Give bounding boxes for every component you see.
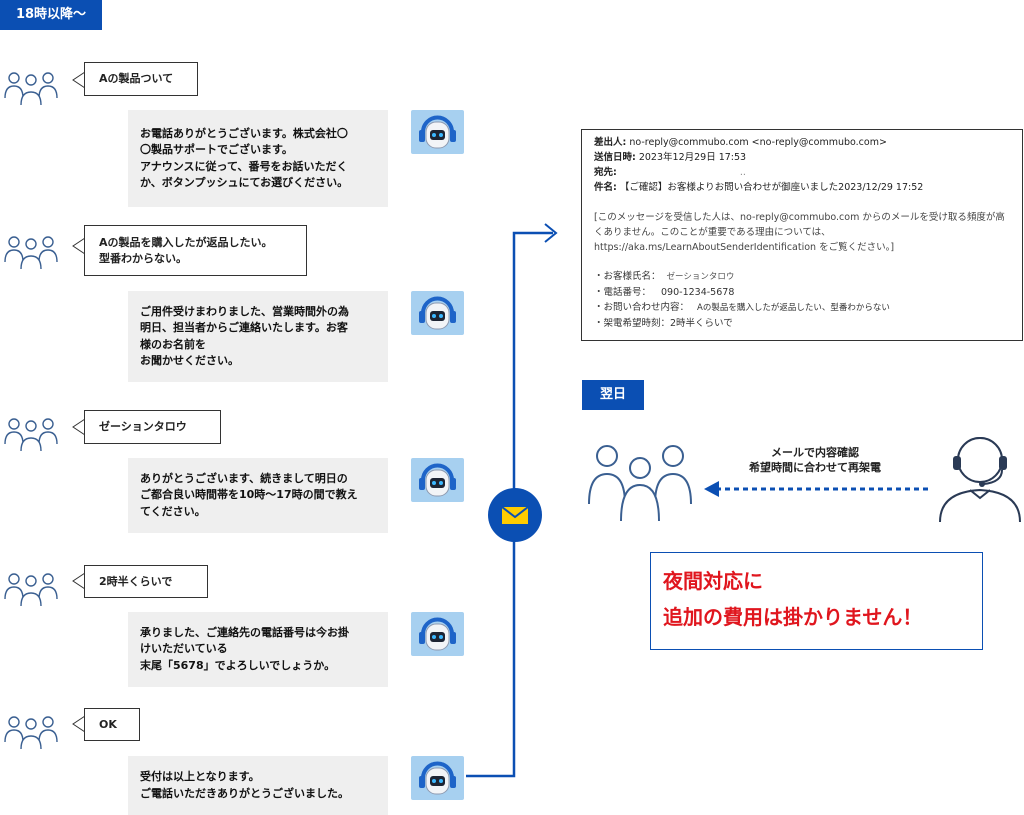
caller-icon — [4, 571, 58, 607]
caller-bubble: Aの製品ついて — [84, 62, 198, 96]
robot-icon — [411, 110, 464, 154]
email-subject-row: 件名: 【ご確認】お客様よりお問い合わせが御座いました2023/12/29 17… — [594, 180, 1010, 195]
bot-response: ご用件受けまわりました、営業時間外の為 明日、担当者からご連絡いたします。お客 … — [128, 291, 388, 382]
email-from-label: 差出人: — [594, 137, 627, 148]
field-value: ゼーションタロウ — [666, 272, 735, 282]
email-sender-notice: [このメッセージを受信した人は、no-reply@commubo.com からの… — [594, 212, 1005, 253]
email-from-row: 差出人: no-reply@commubo.com <no-reply@comm… — [594, 135, 1010, 150]
email-subject-value: 【ご確認】お客様よりお問い合わせが御座いました2023/12/29 17:52 — [619, 182, 924, 193]
email-subject-label: 件名: — [594, 182, 617, 193]
mail-icon — [487, 487, 543, 547]
bot-response: ありがとうございます、続きまして明日の ご都合良い時間帯を10時〜17時の間で教… — [128, 458, 388, 533]
caller-bubble: Aの製品を購入したが返品したい。 型番わからない。 — [84, 225, 307, 276]
caller-bubble: OK — [84, 708, 140, 741]
email-to-row: 宛先: .. — [594, 165, 1010, 180]
email-field-inquiry: ・お問い合わせ内容： Aの製品を購入したが返品したい、型番わからない — [594, 300, 1010, 316]
email-field-phone: ・電話番号： 090-1234-5678 — [594, 285, 1010, 300]
bubble-tail — [72, 71, 86, 89]
robot-icon — [411, 291, 464, 335]
field-value: 090-1234-5678 — [661, 287, 735, 298]
email-form-fields: ・お客様氏名： ゼーションタロウ ・電話番号： 090-1234-5678 ・お問い… — [594, 269, 1010, 331]
field-label: ・架電希望時刻： — [594, 318, 671, 329]
after-hours-tag: 18時以降〜 — [0, 0, 102, 30]
caller-bubble: ゼーションタロウ — [84, 410, 221, 444]
field-label: ・電話番号： — [594, 287, 652, 298]
email-sent-value: 2023年12月29日 17:53 — [638, 152, 747, 163]
email-to-label: 宛先: — [594, 167, 617, 178]
email-sent-row: 送信日時: 2023年12月29日 17:53 — [594, 150, 1010, 165]
field-label: ・お客様氏名： — [594, 271, 661, 282]
robot-icon — [411, 458, 464, 502]
email-sent-label: 送信日時: — [594, 152, 636, 163]
operator-headset-icon — [936, 428, 1024, 528]
caller-icon — [4, 416, 58, 452]
bubble-tail — [72, 237, 86, 255]
robot-icon — [411, 612, 464, 656]
bubble-tail — [72, 572, 86, 590]
caller-icon — [4, 234, 58, 270]
field-value: Aの製品を購入したが返品したい、型番わからない — [697, 303, 890, 313]
caller-bubble: 2時半くらいで — [84, 565, 208, 598]
customers-icon — [587, 442, 693, 526]
robot-icon — [411, 756, 464, 800]
email-field-name: ・お客様氏名： ゼーションタロウ — [594, 269, 1010, 285]
email-to-value: .. — [739, 167, 746, 178]
bubble-tail — [72, 418, 86, 436]
email-from-value: no-reply@commubo.com <no-reply@commubo.c… — [629, 137, 887, 148]
bubble-tail — [72, 715, 86, 733]
field-value: 2時半くらいで — [670, 318, 733, 329]
caller-icon — [4, 714, 58, 750]
callback-text: メールで内容確認 希望時間に合わせて再架電 — [749, 446, 881, 474]
bot-response: お電話ありがとうございます。株式会社〇 〇製品サポートでございます。 アナウンス… — [128, 110, 388, 207]
field-label: ・お問い合わせ内容： — [594, 302, 690, 313]
next-day-tag: 翌日 — [582, 380, 644, 410]
bot-response: 受付は以上となります。 ご電話いただきありがとうございました。 — [128, 756, 388, 815]
email-field-time: ・架電希望時刻：2時半くらいで — [594, 316, 1010, 331]
no-extra-cost-note: 夜間対応に 追加の費用は掛かりません！ — [650, 552, 983, 650]
bot-response: 承りました、ご連絡先の電話番号は今お掛 けいただいている 末尾「5678」でよろ… — [128, 612, 388, 687]
caller-icon — [4, 70, 58, 106]
email-preview: 差出人: no-reply@commubo.com <no-reply@comm… — [581, 129, 1023, 341]
